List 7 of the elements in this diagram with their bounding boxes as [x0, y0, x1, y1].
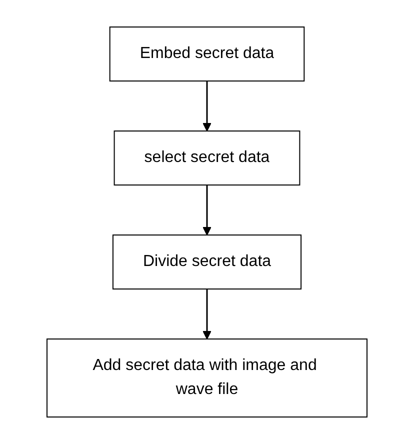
arrow [202, 80, 212, 131]
arrow [202, 184, 212, 235]
node-box: Embed secret data [109, 26, 305, 81]
node-box: select secret data [114, 130, 300, 185]
node-box: Divide secret data [112, 234, 302, 289]
node-box: Add secret data with image and wave file [46, 338, 368, 417]
arrow [202, 288, 212, 339]
